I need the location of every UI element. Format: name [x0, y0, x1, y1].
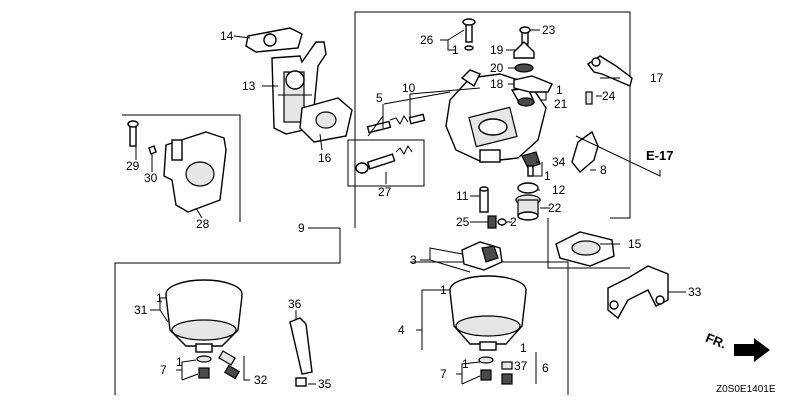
- gasket-frame: [547, 218, 630, 269]
- jet-25: [487, 215, 497, 229]
- float-chamber-31: [165, 279, 243, 353]
- float-arm-8: [571, 130, 599, 174]
- callout-24: 24: [602, 89, 616, 103]
- gasket-15: [555, 231, 615, 267]
- callout-25: 25: [456, 215, 470, 229]
- callout-16: 16: [318, 151, 332, 165]
- callout-28: 28: [196, 217, 210, 231]
- callout-labels: 14 13 16 26 1 23 19 20 18 1 21 17 24 5 1…: [126, 23, 702, 391]
- callout-19: 19: [490, 43, 504, 57]
- float-chamber-frame-left: [114, 228, 341, 395]
- pin-24: [585, 91, 593, 105]
- float-valve-22: [515, 194, 541, 221]
- callout-7b-qty: 1: [462, 357, 469, 371]
- callout-35: 35: [318, 377, 332, 391]
- cap-19: [513, 41, 535, 59]
- clip-30: [148, 145, 157, 155]
- callout-8: 8: [600, 163, 607, 177]
- callout-34: 34: [552, 155, 566, 169]
- callout-10: 10: [402, 81, 416, 95]
- callout-21: 21: [554, 97, 568, 111]
- screw-10: [408, 113, 426, 125]
- callout-18: 18: [490, 77, 504, 91]
- valve-18: [513, 75, 553, 93]
- clip-35: [295, 377, 307, 387]
- drain-tube-36: [289, 317, 313, 375]
- callout-26: 26: [420, 33, 434, 47]
- callout-6: 6: [542, 361, 549, 375]
- screw-32: [218, 350, 241, 380]
- callout-14: 14: [220, 29, 234, 43]
- callout-33: 33: [688, 285, 702, 299]
- callout-15: 15: [628, 237, 642, 251]
- washer-21: [517, 97, 535, 107]
- needle-34: [521, 151, 541, 177]
- o-ring-12: [517, 182, 539, 194]
- gasket-14: [245, 27, 303, 53]
- main-nozzle-11: [479, 186, 489, 213]
- callout-4-qty: 1: [440, 283, 447, 297]
- insulator-16: [299, 97, 353, 143]
- callout-32: 32: [254, 373, 268, 387]
- screw-37: [501, 361, 513, 385]
- drain-bolt-7a: [196, 355, 212, 379]
- callout-11: 11: [456, 189, 469, 203]
- callout-27: 27: [378, 185, 392, 199]
- bracket-33: [607, 265, 669, 320]
- callout-12: 12: [552, 183, 566, 197]
- screw-26: [462, 18, 476, 51]
- pilot-screw-5: [366, 115, 409, 134]
- callout-36: 36: [288, 297, 302, 311]
- front-label: FR.: [704, 330, 729, 352]
- throttle-screw-27: [355, 145, 413, 174]
- callout-20: 20: [490, 61, 504, 75]
- callout-17: 17: [650, 71, 664, 85]
- screw-set-frame: [347, 139, 425, 187]
- o-ring-20: [514, 63, 534, 73]
- callout-13: 13: [242, 79, 256, 93]
- front-arrow-icon: [734, 338, 770, 362]
- callout-29: 29: [126, 159, 140, 173]
- washer-2: [497, 218, 507, 226]
- callout-30: 30: [144, 171, 158, 185]
- reference-code: Z0S0E1401E: [716, 384, 776, 395]
- plate-28: [163, 131, 227, 213]
- insulator-frame: [122, 114, 241, 222]
- callout-31: 31: [134, 303, 148, 317]
- callout-4: 4: [398, 323, 405, 337]
- pin-29: [127, 120, 139, 147]
- leader-lines: [135, 29, 686, 385]
- float-3: [461, 241, 503, 271]
- callout-7b: 7: [440, 367, 447, 381]
- callout-2: 2: [510, 215, 517, 229]
- callout-23: 23: [542, 23, 556, 37]
- carburetor-body: [445, 69, 547, 163]
- callout-26-qty: 1: [452, 43, 459, 57]
- lever-17: [586, 55, 633, 87]
- callout-37: 37: [514, 359, 528, 373]
- screw-23: [519, 26, 531, 45]
- callout-22: 22: [548, 201, 562, 215]
- callout-34-qty: 1: [544, 169, 551, 183]
- callout-7a-qty: 1: [176, 355, 183, 369]
- page-reference: E-17: [646, 148, 673, 163]
- callout-5: 5: [376, 91, 383, 105]
- callout-18-qty: 1: [556, 83, 563, 97]
- callout-31-qty: 1: [156, 291, 163, 305]
- callout-3: 3: [410, 253, 417, 267]
- callout-37-qty: 1: [520, 341, 527, 355]
- carburetor-frame: [354, 11, 631, 228]
- float-chamber-4: [449, 275, 527, 351]
- drain-bolt-7b: [478, 356, 494, 381]
- float-chamber-frame-right: [410, 261, 569, 395]
- callout-7a: 7: [160, 363, 167, 377]
- callout-9: 9: [298, 221, 305, 235]
